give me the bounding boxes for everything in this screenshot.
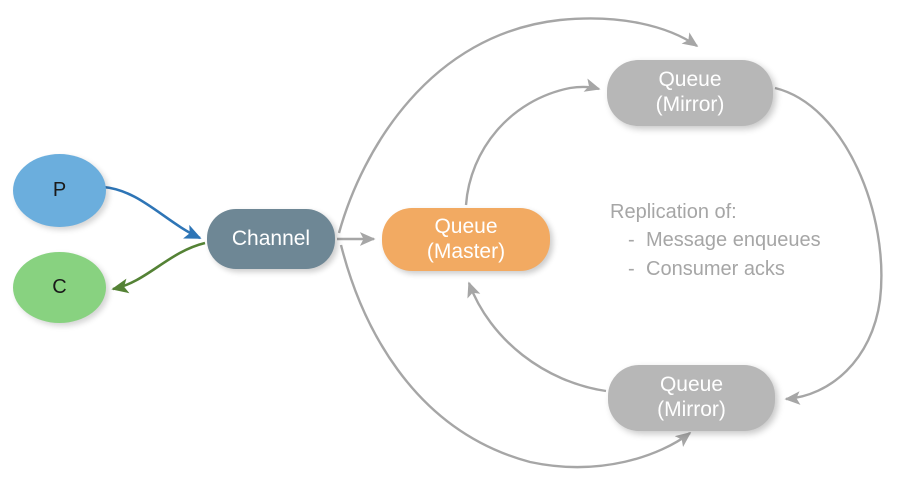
edge-queue-master-to-mirror-top: [464, 78, 601, 206]
bullet-dash-icon: -: [628, 257, 635, 280]
replication-note-item-text: Consumer acks: [646, 257, 785, 280]
replication-note-item: - Message enqueues: [610, 226, 910, 254]
node-producer-label: P: [52, 178, 67, 201]
node-consumer-label: C: [52, 275, 67, 298]
replication-note-list: - Message enqueues - Consumer acks: [610, 226, 910, 283]
edge-mirror-bottom-to-queue-master: [467, 281, 607, 393]
node-channel[interactable]: Channel: [207, 209, 335, 269]
replication-note: Replication of: - Message enqueues - Con…: [610, 198, 910, 283]
edge-channel-to-mirror-top: [337, 17, 699, 234]
edge-channel-to-consumer: [111, 241, 206, 294]
replication-note-item: - Consumer acks: [610, 255, 910, 283]
replication-note-title: Replication of:: [610, 201, 737, 223]
node-queue-master-label: Queue (Master): [426, 214, 506, 263]
edge-channel-to-mirror-bottom: [339, 244, 692, 469]
node-queue-master[interactable]: Queue (Master): [382, 208, 550, 271]
node-queue-mirror-bottom[interactable]: Queue (Mirror): [608, 365, 775, 431]
node-queue-mirror-bottom-label: Queue (Mirror): [657, 373, 726, 421]
node-queue-mirror-top[interactable]: Queue (Mirror): [607, 60, 773, 126]
bullet-dash-icon: -: [628, 229, 635, 252]
edge-producer-to-channel: [102, 185, 202, 240]
node-queue-mirror-top-label: Queue (Mirror): [655, 68, 725, 116]
node-producer[interactable]: P: [13, 154, 106, 227]
node-channel-label: Channel: [231, 226, 311, 250]
node-consumer[interactable]: C: [13, 252, 106, 323]
replication-note-item-text: Message enqueues: [646, 229, 821, 252]
edge-mirror-top-to-mirror-bottom: [774, 86, 883, 405]
